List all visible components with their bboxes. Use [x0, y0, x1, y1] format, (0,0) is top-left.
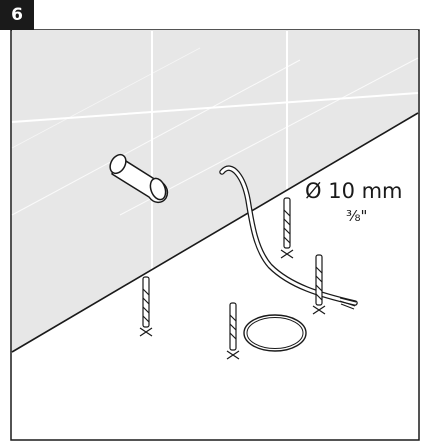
- drill-bit-flutes: [229, 314, 237, 340]
- o-ring-outer: [243, 314, 307, 352]
- drill-bit-flutes: [283, 209, 291, 244]
- drill-bit-body: [283, 197, 291, 249]
- drill-bit-body: [142, 276, 150, 328]
- spout-outlet: [149, 177, 167, 201]
- drill-point-mark: [280, 249, 294, 259]
- hose-wire: [340, 303, 355, 310]
- drill-bit-icon: [312, 254, 326, 315]
- tile-reflection: [11, 59, 301, 216]
- hose-icon: [219, 165, 358, 310]
- spout-base: [109, 153, 127, 175]
- drill-bit-flutes: [142, 288, 150, 323]
- drill-bit-flutes: [315, 266, 323, 301]
- drill-point-mark: [226, 350, 240, 360]
- o-ring-inner: [246, 317, 304, 349]
- drill-bit-icon: [280, 197, 294, 259]
- wall-floor-edge: [11, 112, 419, 353]
- hose-fill: [220, 166, 357, 305]
- tile-joint: [11, 92, 419, 123]
- drill-diameter-imperial: ⅜": [346, 207, 368, 225]
- tile-reflection: [11, 47, 201, 149]
- drill-point-mark: [312, 305, 326, 315]
- step-number-badge: 6: [0, 0, 34, 30]
- tile-reflection: [119, 57, 419, 216]
- drill-bit-icon: [226, 302, 240, 360]
- spout-icon: [109, 153, 169, 204]
- tiled-wall: [11, 30, 419, 353]
- o-ring-icon: [243, 314, 307, 352]
- drill-diameter-metric: Ø 10 mm: [305, 179, 403, 203]
- drill-bit-body: [315, 254, 323, 306]
- wall-surface: [12, 30, 418, 352]
- hose-wire: [339, 300, 356, 307]
- drill-point-mark: [139, 327, 153, 337]
- hose-wire: [339, 297, 357, 303]
- drill-bit-icon: [139, 276, 153, 337]
